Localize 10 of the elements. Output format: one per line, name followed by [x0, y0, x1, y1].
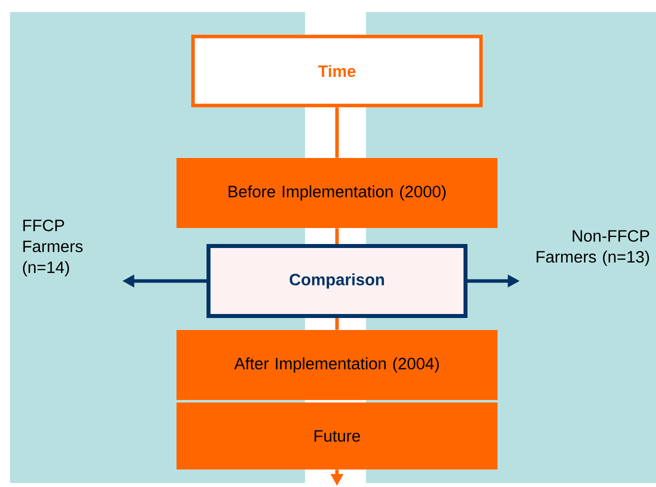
- comparison-box: Comparison: [206, 244, 468, 318]
- stage-box: Future: [176, 402, 498, 470]
- title-box: Time: [191, 34, 483, 108]
- connector-line: [335, 228, 339, 244]
- connector-line: [335, 318, 339, 330]
- group-label: FFCP Farmers (n=14): [23, 220, 83, 276]
- stage-box: Before Implementation (2000): [176, 158, 498, 228]
- connector-line: [335, 107, 339, 158]
- stage-box: After Implementation (2004): [176, 330, 498, 400]
- group-label: Non-FFCP Farmers (n=13): [536, 230, 650, 266]
